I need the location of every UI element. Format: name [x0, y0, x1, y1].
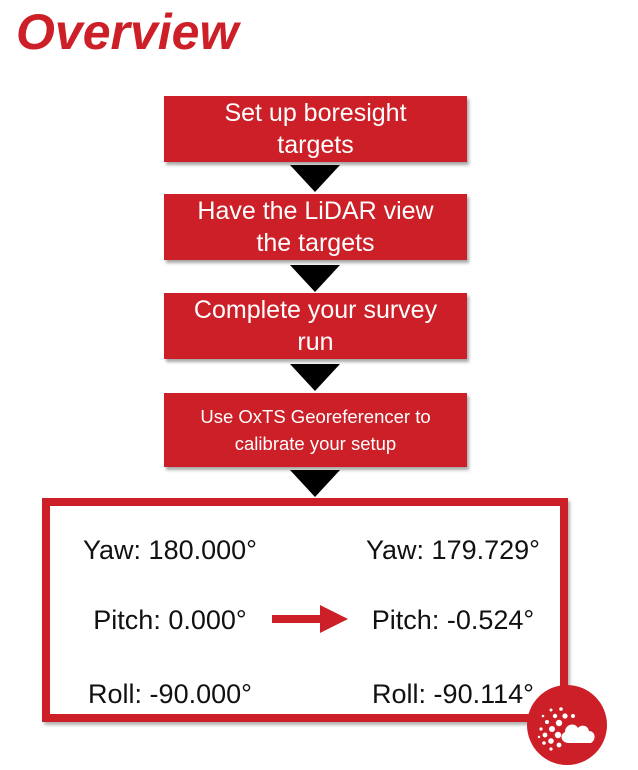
- after-yaw: Yaw: 179.729°: [366, 535, 540, 565]
- cloud-dots-logo-icon: [527, 685, 607, 765]
- flow-step-lidar-view: Have the LiDAR view the targets: [164, 194, 467, 260]
- after-pitch: Pitch: -0.524°: [371, 605, 535, 635]
- after-roll: Roll: -90.114°: [372, 679, 534, 709]
- flow-step-text: calibrate your setup: [234, 433, 397, 454]
- calibration-result-box: Yaw: 180.000° Pitch: 0.000° Roll: -90.00…: [42, 498, 568, 722]
- flow-step-text: targets: [277, 131, 354, 159]
- flow-step-text: the targets: [256, 229, 375, 257]
- before-roll: Roll: -90.000°: [88, 679, 252, 709]
- before-pitch: Pitch: 0.000°: [93, 605, 247, 635]
- page-title: Overview: [16, 4, 239, 60]
- triangle-down-icon: [290, 165, 340, 192]
- flow-step-survey-run: Complete your survey run: [164, 293, 467, 359]
- arrow-right-icon: [272, 605, 348, 633]
- triangle-down-icon: [290, 265, 340, 292]
- flow-step-georeferencer: Use OxTS Georeferencer to calibrate your…: [164, 393, 467, 467]
- flow-step-text: Complete your survey: [193, 296, 438, 324]
- flow-step-text: Set up boresight: [224, 99, 407, 127]
- flow-step-text: Use OxTS Georeferencer to: [200, 406, 431, 427]
- triangle-down-icon: [290, 470, 340, 497]
- before-yaw: Yaw: 180.000°: [83, 535, 257, 565]
- flow-step-setup-targets: Set up boresight targets: [164, 96, 467, 162]
- flow-step-text: Have the LiDAR view: [197, 197, 434, 225]
- triangle-down-icon: [290, 364, 340, 391]
- flow-step-text: run: [297, 328, 334, 356]
